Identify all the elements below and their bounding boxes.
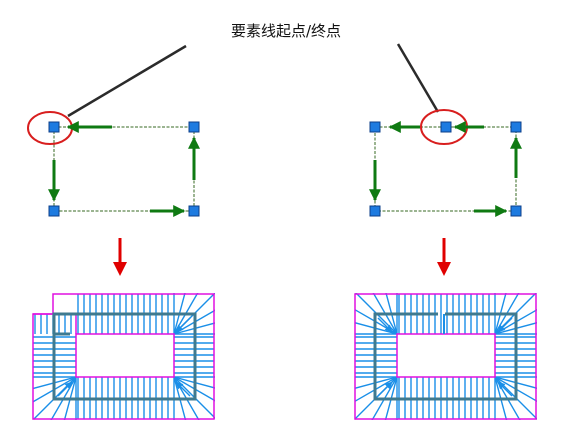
vertex-icon [369,121,381,133]
stair-well [396,333,496,378]
vertex-icon [510,205,522,217]
red-down-arrow-icon [437,238,451,276]
vertex-icon [440,121,452,133]
vertex-icon [48,205,60,217]
stair-walk-path [373,312,518,401]
start-end-point-label: 要素线起点/终点 [231,22,341,40]
pointer-line-right [396,43,440,113]
stair-result-left [32,293,215,420]
vertex-icon [48,121,60,133]
stair-tread [494,376,537,389]
stair-outline [354,293,537,420]
red-down-arrow-icon [113,238,127,276]
stair-tread [33,376,77,390]
stair-tread [173,293,186,335]
stair-tread [494,293,507,335]
stair-tread [385,293,398,335]
stair-tread [384,376,398,420]
vertex-icon [369,205,381,217]
stair-result-right [354,293,537,420]
stair-well [75,333,175,378]
stair-corner-arrows [377,317,513,397]
left-feature-line-panel [27,111,200,217]
stair-corner-arrows [57,317,191,397]
stair-tread [355,376,398,389]
stair-tread [173,376,215,389]
stair-tread [63,376,77,420]
pointer-line-left [67,44,187,118]
vertex-icon [188,205,200,217]
feature-line-left [53,126,195,212]
vertex-icon [188,121,200,133]
feature-line-right [374,126,517,212]
stair-walk-path [52,312,197,401]
right-feature-line-panel [369,109,522,217]
stair-tread [173,322,215,335]
vertex-icon [510,121,522,133]
